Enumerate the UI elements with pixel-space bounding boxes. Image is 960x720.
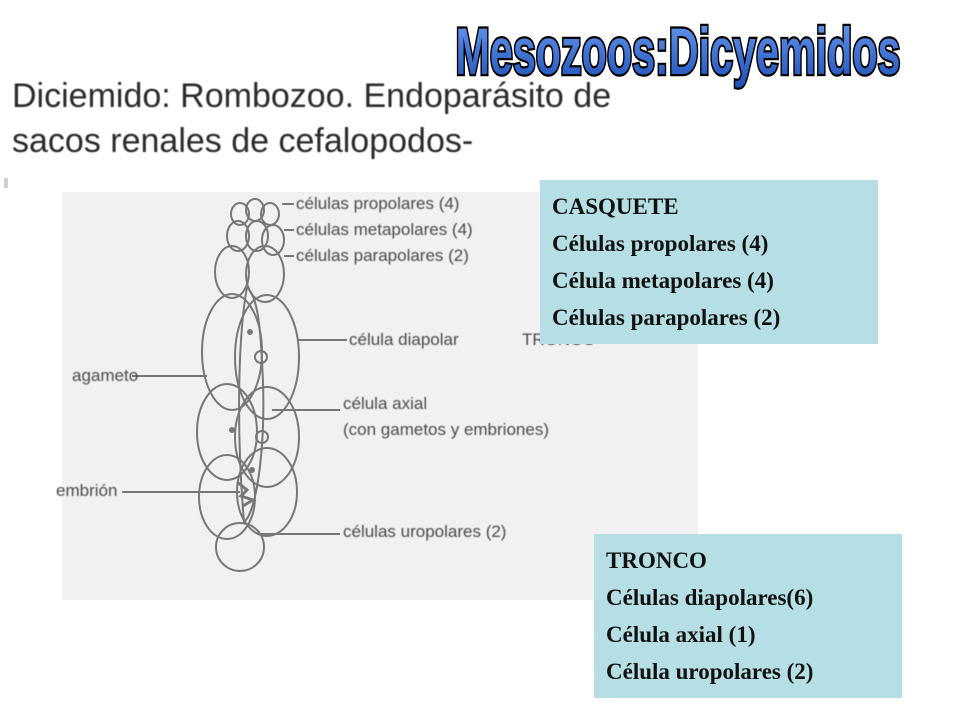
slide-title: Mesozoos:Dicyemidos: [456, 14, 901, 88]
cell-outline: [215, 522, 265, 572]
cell-outline: [245, 245, 285, 303]
label-agameto: agameto: [72, 366, 139, 385]
nucleus-dot: [229, 427, 235, 433]
intro-line-2: sacos renales de cefalopodos-: [12, 122, 474, 160]
embryo-scribble: [236, 480, 257, 508]
tronco-box: TRONCO Células diapolares(6) Célula axia…: [594, 534, 902, 698]
nucleus-dot: [249, 467, 255, 473]
label-embrion: embrión: [56, 481, 118, 500]
label-propolares: células propolares (4): [296, 194, 460, 213]
tronco-line-3: Célula uropolares (2): [606, 659, 814, 684]
tronco-line-2: Célula axial (1): [606, 622, 756, 647]
cell-outline: [234, 294, 300, 420]
dicyemid-drawing: [122, 198, 347, 572]
cell-outline: [214, 245, 250, 299]
tronco-title: TRONCO: [606, 548, 707, 573]
casquete-box: CASQUETE Células propolares (4) Célula m…: [540, 180, 878, 344]
cell-outline: [196, 383, 258, 481]
cell-outline: [226, 220, 250, 252]
label-axial-line2: (con gametos y embriones): [343, 420, 549, 439]
casquete-line-2: Célula metapolares (4): [552, 268, 774, 293]
label-diapolar: célula diapolar: [349, 330, 459, 349]
casquete-line-3: Células parapolares (2): [552, 305, 781, 330]
slide-title-wordart: Mesozoos:Dicyemidos: [453, 12, 903, 91]
cell-outline: [261, 224, 285, 256]
cell-outline: [234, 386, 300, 488]
cell-outline: [230, 202, 250, 226]
axial-cell-outline: [238, 284, 265, 524]
intro-line-1: Diciemido: Rombozoo. Endoparásito de: [12, 77, 612, 115]
label-metapolares: células metapolares (4): [296, 220, 473, 239]
cell-outline: [245, 220, 269, 252]
label-parapolares: células parapolares (2): [296, 246, 469, 265]
tronco-line-1: Células diapolares(6): [606, 585, 814, 610]
scan-mark: [4, 178, 8, 188]
casquete-title: CASQUETE: [552, 194, 679, 219]
nucleus: [254, 350, 268, 364]
nucleus: [255, 430, 269, 444]
label-uropolares: células uropolares (2): [343, 522, 507, 541]
nucleus-dot: [247, 329, 253, 335]
label-axial-line1: célula axial: [343, 394, 428, 413]
casquete-line-1: Células propolares (4): [552, 231, 769, 256]
intro-text: Diciemido: Rombozoo. Endoparásito de sac…: [12, 74, 712, 164]
